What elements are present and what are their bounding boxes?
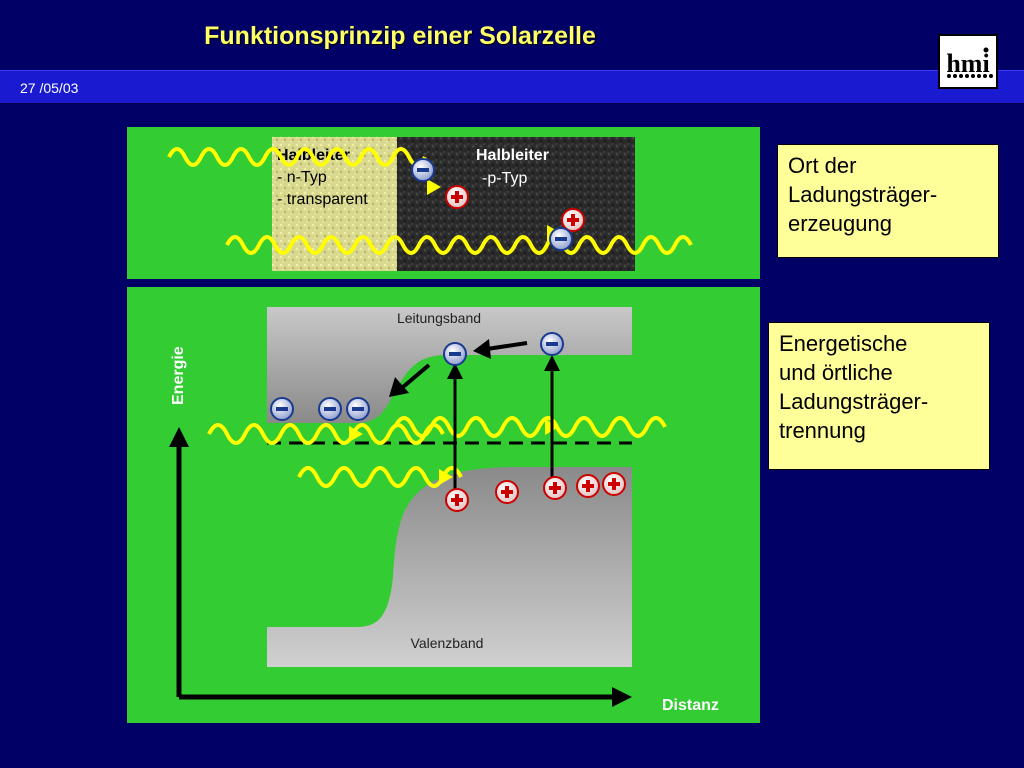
electron-7 xyxy=(540,332,564,356)
x-axis-label: Distanz xyxy=(662,697,719,714)
electron-3 xyxy=(270,397,294,421)
p-layer-title: Halbleiter xyxy=(476,147,549,164)
photon-wave-3 xyxy=(207,423,445,445)
hole-2 xyxy=(561,208,585,232)
drift-arrow-1 xyxy=(486,341,528,351)
note-carrier-generation: Ort der Ladungsträger- erzeugung xyxy=(777,144,999,258)
photon-wave-4 xyxy=(393,416,667,438)
note2-line1: Energetische xyxy=(779,331,908,356)
hmi-logo: hmi xyxy=(938,34,998,89)
electron-5 xyxy=(346,397,370,421)
electron-1 xyxy=(411,158,435,182)
note2-line4: trennung xyxy=(779,418,866,443)
photon-arrowhead-5 xyxy=(439,469,453,485)
x-axis-arrowhead xyxy=(612,687,632,707)
electron-2 xyxy=(549,227,573,251)
note1-line2: Ladungsträger- xyxy=(788,182,938,207)
conduction-band-label: Leitungsband xyxy=(397,310,481,326)
hole-7 xyxy=(602,472,626,496)
valence-band-label: Valenzband xyxy=(411,635,484,651)
n-layer-type: - n-Typ xyxy=(277,169,327,186)
hole-4 xyxy=(495,480,519,504)
photon-wave-5 xyxy=(297,466,463,488)
electron-4 xyxy=(318,397,342,421)
photon-wave-1 xyxy=(167,147,427,167)
note-carrier-separation: Energetische und örtliche Ladungsträger-… xyxy=(768,322,990,470)
p-layer-type: -p-Typ xyxy=(482,170,527,187)
n-layer-transparent: - transparent xyxy=(277,191,368,208)
header-bar xyxy=(0,70,1024,104)
note2-line3: Ladungsträger- xyxy=(779,389,929,414)
hole-5 xyxy=(543,476,567,500)
note1-line3: erzeugung xyxy=(788,211,892,236)
note2-line2: und örtliche xyxy=(779,360,893,385)
hole-6 xyxy=(576,474,600,498)
electron-6 xyxy=(443,342,467,366)
logo-text: hmi xyxy=(946,49,989,78)
hole-1 xyxy=(445,185,469,209)
note1-line1: Ort der xyxy=(788,153,857,178)
slide-title: Funktionsprinzip einer Solarzelle xyxy=(204,22,596,50)
photon-arrowhead-1 xyxy=(427,179,441,195)
conduction-band xyxy=(267,307,632,423)
hole-3 xyxy=(445,488,469,512)
photon-wave-2 xyxy=(225,235,693,255)
photon-arrowhead-3 xyxy=(349,426,363,442)
valence-band xyxy=(267,467,632,667)
slide-date: 27 /05/03 xyxy=(20,80,79,96)
y-axis-label: Energie xyxy=(170,346,187,405)
y-axis-arrowhead xyxy=(169,427,189,447)
generation-diagram: Halbleiter - n-Typ - transparent Halblei… xyxy=(127,127,760,279)
drift-arrow-2 xyxy=(401,363,431,389)
band-diagram: Leitungsband Valenzband Energie Distanz xyxy=(127,287,760,723)
